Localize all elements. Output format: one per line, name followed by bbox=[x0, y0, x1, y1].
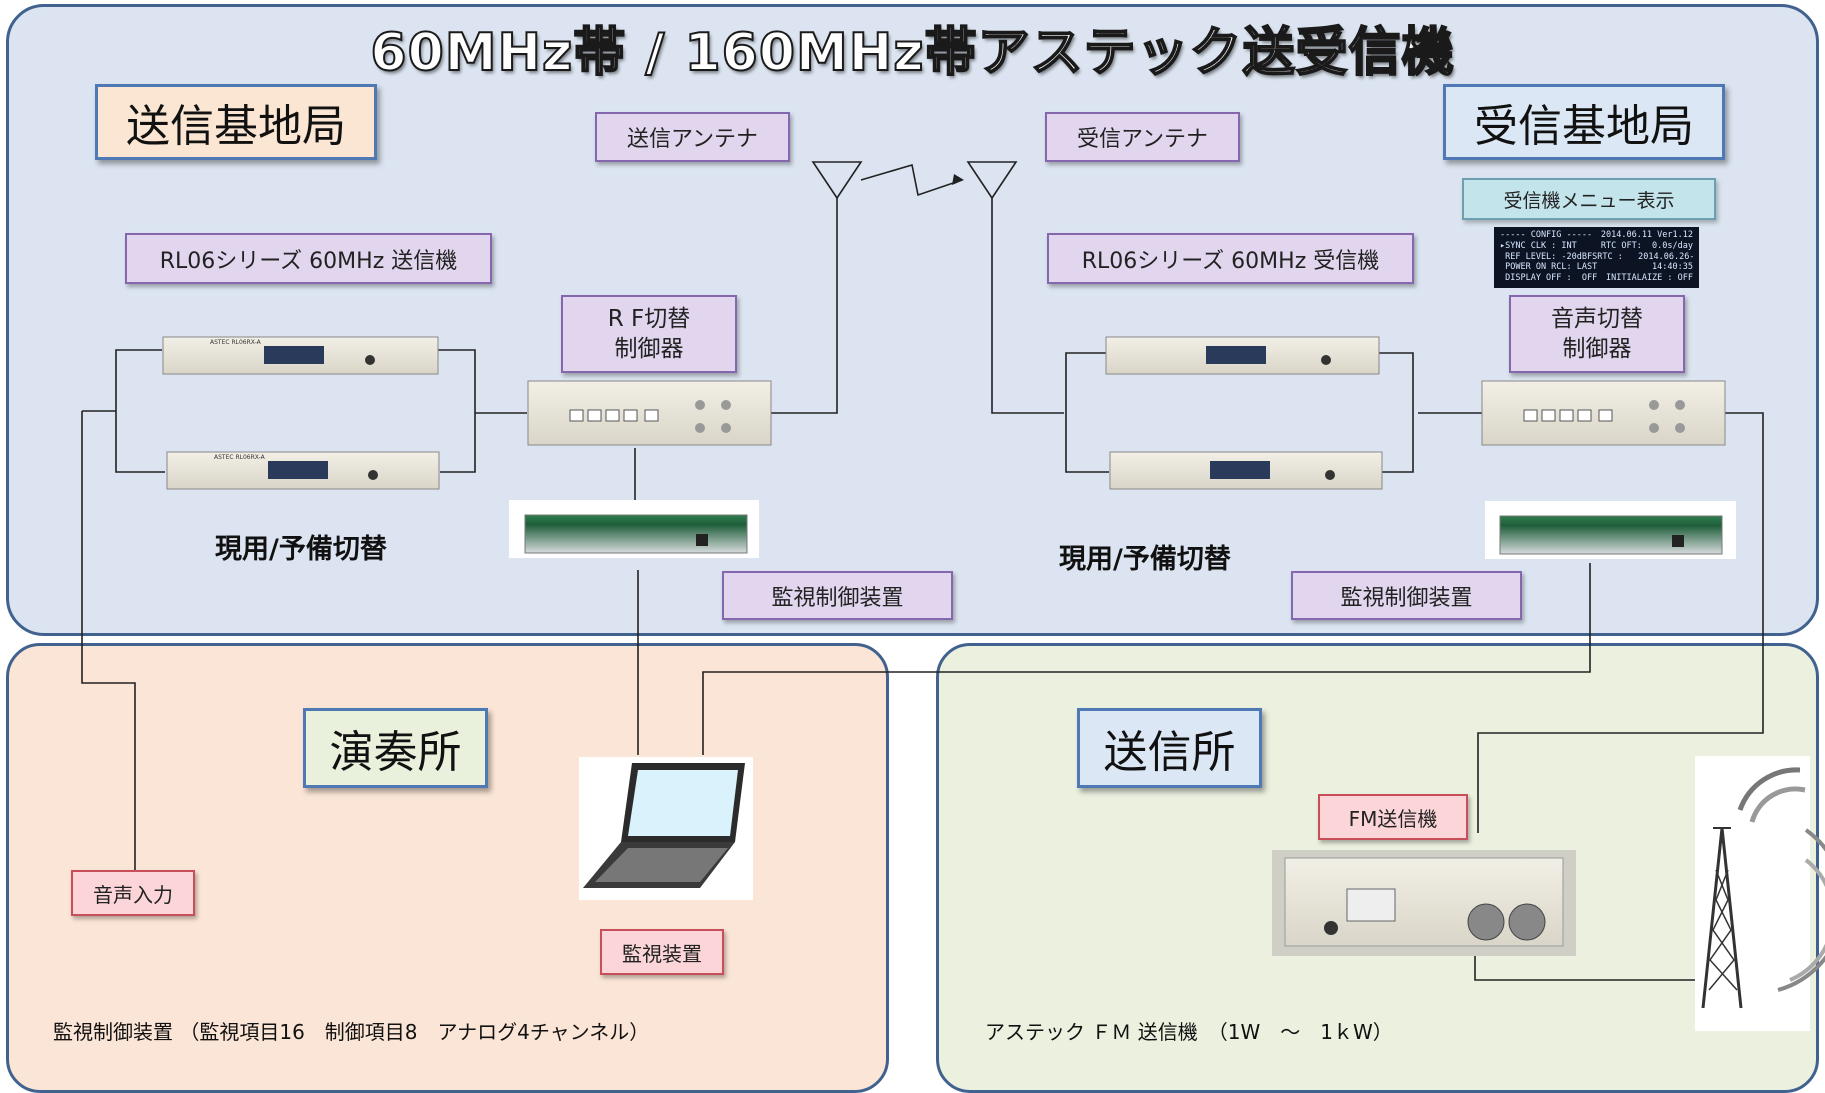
section-studio: 演奏所 bbox=[303, 708, 488, 788]
lcd-text: POWER ON RCL: LAST bbox=[1500, 262, 1598, 273]
studio-note: 監視制御装置 （監視項目16 制御項目8 アナログ4チャンネル） bbox=[53, 1020, 650, 1044]
lcd-text: REF LEVEL: -20dBFS bbox=[1500, 251, 1598, 262]
receiver-unit-2 bbox=[1109, 451, 1383, 490]
section-transmit-site: 送信所 bbox=[1077, 708, 1262, 788]
diagram-title: 60MHz帯 / 160MHz帯アステック送受信機 bbox=[369, 22, 1455, 84]
fm-transmitter-unit bbox=[1272, 850, 1576, 956]
audio-input-label: 音声入力 bbox=[71, 870, 195, 916]
audio-switch-unit bbox=[1481, 380, 1726, 446]
lcd-text: 2014.06.11 Ver1.12 bbox=[1600, 230, 1693, 240]
monitor-control-unit-right bbox=[1485, 501, 1736, 559]
rf-switch-unit bbox=[527, 380, 772, 446]
switchover-label-left: 現用/予備切替 bbox=[215, 534, 387, 565]
lcd-text: RTC : 2014.06.26- bbox=[1597, 251, 1695, 262]
lcd-text: ▸SYNC CLK : INT bbox=[1500, 240, 1577, 251]
lcd-text: 14:40:35 bbox=[1652, 262, 1693, 273]
monitor-control-unit-left bbox=[509, 500, 759, 558]
tx-antenna-label: 送信アンテナ bbox=[595, 112, 790, 162]
lcd-text: DISPLAY OFF : OFF bbox=[1500, 273, 1598, 284]
lcd-text: INITIALAIZE : OFF bbox=[1606, 273, 1693, 284]
switchover-label-right: 現用/予備切替 bbox=[1059, 544, 1231, 575]
fm-transmitter-label: FM送信機 bbox=[1318, 794, 1468, 840]
monitor-device-label: 監視装置 bbox=[600, 929, 724, 975]
audio-switch-controller-label: 音声切替 制御器 bbox=[1509, 295, 1685, 373]
svg-text:ASTEC RL06RX-A: ASTEC RL06RX-A bbox=[214, 454, 266, 461]
receiver-unit-1 bbox=[1105, 336, 1380, 375]
receiver-menu-display: ----- CONFIG ----- 2014.06.11 Ver1.12 ▸SY… bbox=[1494, 227, 1699, 288]
connection-lines bbox=[81, 161, 1764, 981]
rx-antenna-label: 受信アンテナ bbox=[1045, 112, 1240, 162]
monitor-control-label-right: 監視制御装置 bbox=[1291, 571, 1522, 620]
transmit-site-note: アステック ＦＭ 送信機 （1W ～ 1ｋW） bbox=[985, 1020, 1393, 1044]
radio-tower-icon bbox=[1695, 756, 1825, 1031]
svg-text:ASTEC RL06RX-A: ASTEC RL06RX-A bbox=[210, 339, 262, 346]
transmitter-unit-2: ASTEC RL06RX-A bbox=[166, 451, 440, 490]
lcd-text: ----- CONFIG ----- bbox=[1500, 230, 1593, 240]
rx-menu-label: 受信機メニュー表示 bbox=[1462, 178, 1716, 220]
lcd-text: RTC OFT: 0.0s/day bbox=[1600, 240, 1693, 251]
section-receive-base: 受信基地局 bbox=[1443, 84, 1725, 160]
monitor-control-label-left: 監視制御装置 bbox=[722, 571, 953, 620]
laptop-icon bbox=[579, 757, 753, 900]
transmitter-unit-1: ASTEC RL06RX-A bbox=[162, 336, 439, 375]
rf-switch-controller-label: R F切替 制御器 bbox=[561, 295, 737, 373]
section-transmit-base: 送信基地局 bbox=[95, 84, 377, 160]
tx-series-label: RL06シリーズ 60MHz 送信機 bbox=[125, 233, 492, 284]
rx-series-label: RL06シリーズ 60MHz 受信機 bbox=[1047, 233, 1414, 284]
